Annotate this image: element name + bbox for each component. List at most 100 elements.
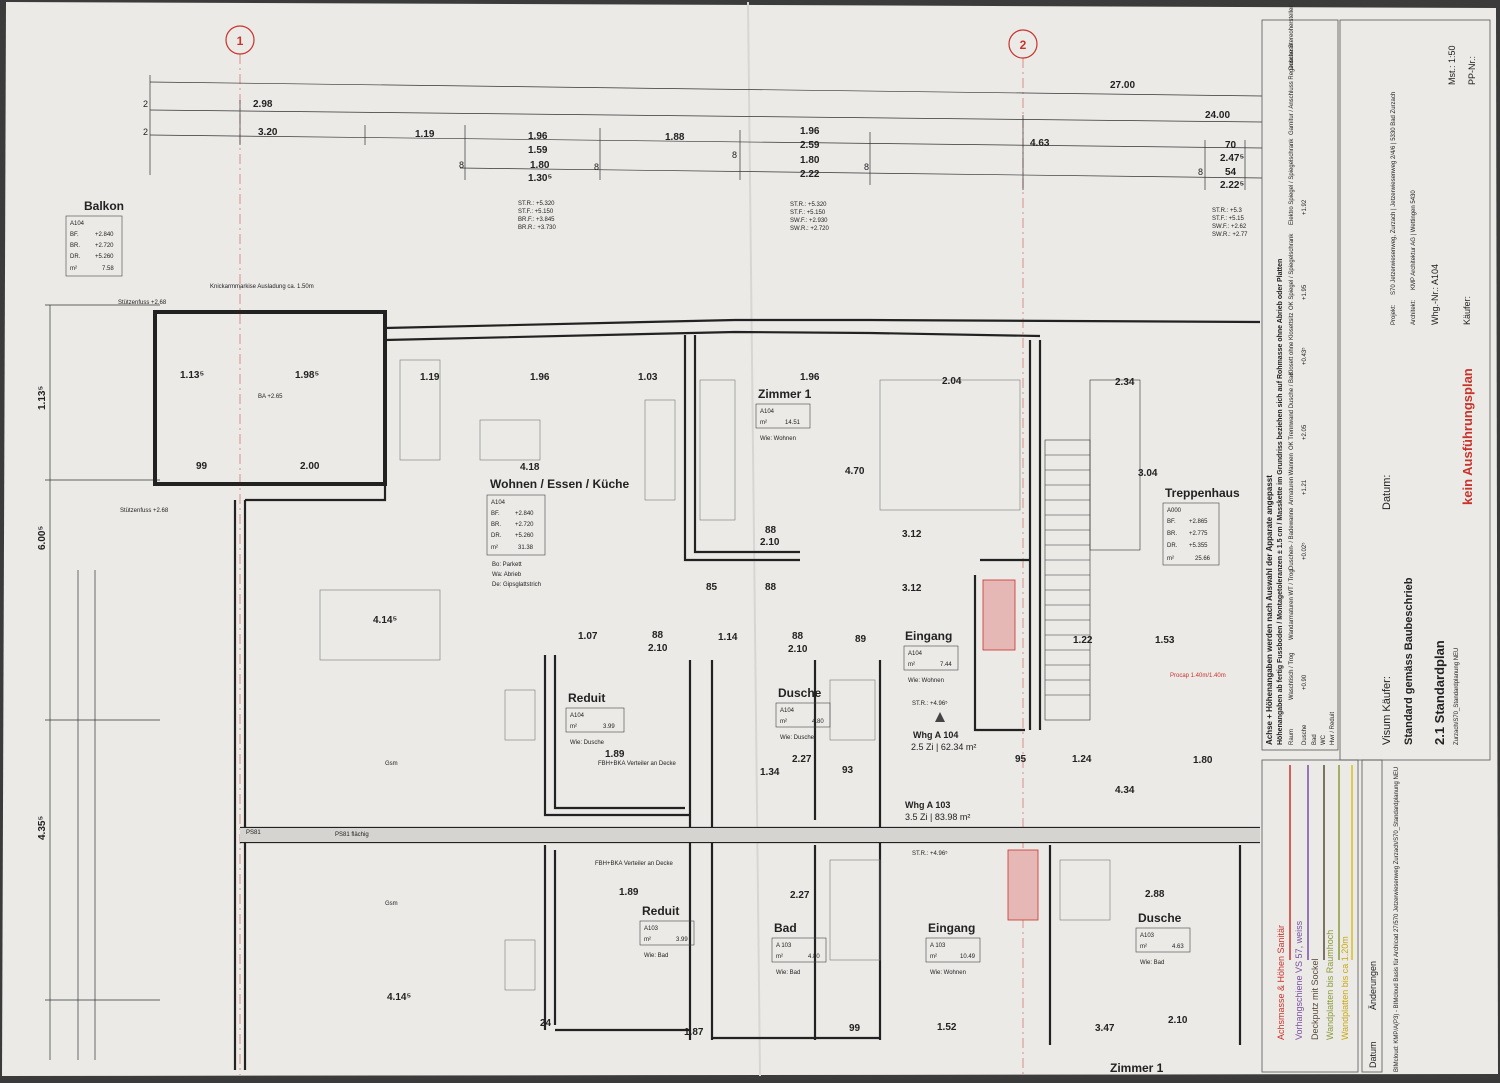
- room-reduit1: Reduit A104 m² 3.99 Wie: Dusche: [565, 691, 625, 746]
- furniture: [319, 359, 1111, 991]
- room-area-unit: m²: [776, 954, 783, 960]
- dim-1-19: 1.19: [415, 129, 435, 140]
- room-row-val: +2.865: [1189, 519, 1208, 525]
- room-id: A 103: [930, 943, 946, 949]
- dim: 99: [849, 1023, 861, 1034]
- dim: 4.34: [1115, 785, 1135, 796]
- sanitary-table: Achse + Höhenangaben werden nach Auswahl…: [1261, 6, 1339, 751]
- room-zimmer1: Zimmer 1 A104 m² 14.51 Wie: Wohnen: [755, 387, 812, 442]
- room-area: 14.51: [785, 420, 801, 426]
- dim: 99: [196, 461, 208, 472]
- dim: 1.14: [718, 632, 738, 643]
- title-visum: Visum Käufer:: [1381, 676, 1393, 745]
- dim-3-20: 3.20: [258, 127, 278, 138]
- note-procap: Procap 1.40m/1.40m: [1170, 673, 1226, 679]
- room-area-unit: m²: [570, 724, 577, 730]
- sanitary-cell: +1.21: [1302, 479, 1308, 495]
- dim-1-80b: 1.80: [800, 155, 820, 166]
- left-dimension-chains: [45, 304, 160, 1060]
- ps81-label: PS81: [246, 830, 261, 836]
- dim: 1.24: [1072, 754, 1092, 765]
- room-name: Treppenhaus: [1165, 486, 1240, 500]
- sanitary-cell: +0.02⁵: [1301, 542, 1308, 560]
- sanitary-head: Armaturen Wannen: [1289, 453, 1295, 505]
- room-row-val: +5.260: [95, 254, 114, 260]
- sanitary-head: Wandarmaturen WT / Trog: [1289, 569, 1295, 640]
- dim: 93: [842, 765, 854, 776]
- dim-2-22-5: 2.22⁵: [1220, 180, 1244, 191]
- title-kaeufer: Käufer:: [1462, 296, 1472, 325]
- dim: 2.34: [1115, 377, 1135, 388]
- dim-small: 2: [143, 127, 148, 137]
- sanitary-head: Klosett ohne Klosettsitz: [1289, 313, 1295, 375]
- room-row-val: +2.840: [515, 511, 534, 517]
- room-row-val: 25.66: [1195, 556, 1211, 562]
- dim: 2.10: [1168, 1015, 1188, 1026]
- axis-label-1: 1: [237, 34, 244, 48]
- room-dusche2: Dusche A103 m² 4.63 Wie: Bad: [1135, 911, 1191, 966]
- room-use: Wie: Dusche: [570, 740, 605, 746]
- note-ba: BA +2.65: [258, 394, 283, 400]
- room-name: Eingang: [928, 921, 975, 935]
- height-note: ST.F.: +5.15: [1212, 216, 1245, 222]
- room-row-key: DR.: [1167, 543, 1178, 549]
- dim-left: 4.35⁵: [37, 816, 48, 840]
- dim: 1.34: [760, 767, 780, 778]
- room-area-unit: m²: [644, 937, 651, 943]
- title-datum: Datum:: [1381, 475, 1393, 510]
- title-kein: kein Ausführungsplan: [1460, 368, 1475, 505]
- dim: 1.98⁵: [295, 370, 319, 381]
- room-row-key: m²: [1167, 556, 1174, 562]
- room-name: Dusche: [778, 686, 822, 700]
- title-architekt-label: Architekt:: [1411, 300, 1417, 325]
- ps81f-label: PS81 flächig: [335, 832, 369, 838]
- dim-2-22: 2.22: [800, 169, 820, 180]
- legend-item-3: Wandplatten bis Raumhoch: [1325, 930, 1335, 1040]
- whg-sub: 3.5 Zi | 83.98 m²: [905, 812, 970, 822]
- room-name: Zimmer 1: [758, 387, 812, 401]
- sanitary-cell: Bad: [1312, 734, 1318, 745]
- sanitary-head: Garnitur / Anschluss Regenbrause: [1289, 43, 1295, 135]
- room-use: Wie: Wohnen: [760, 436, 796, 442]
- height-note: BR.F.: +3.845: [518, 217, 555, 223]
- dim-1-59: 1.59: [528, 145, 548, 156]
- dim-27-00: 27.00: [1110, 80, 1135, 91]
- height-note: SW.R.: +2.720: [790, 226, 830, 232]
- whg-title: Whg A 103: [905, 800, 950, 810]
- room-area: 4.80: [808, 954, 820, 960]
- axis-label-2: 2: [1020, 38, 1027, 52]
- dim: 85: [706, 582, 718, 593]
- legend-panel: Achsmasse & Höhen Sanitär Vorhangschiene…: [1261, 759, 1400, 1073]
- note-str1: ST.R.: +4.96⁵: [912, 700, 948, 707]
- height-note: ST.R.: +5.320: [518, 201, 555, 207]
- room-bad: Bad A 103 m² 4.80 Wie: Bad: [771, 921, 827, 976]
- sanitary-cell: WC: [1321, 734, 1327, 745]
- dim: 2.04: [942, 376, 962, 387]
- room-name: Reduit: [642, 904, 679, 918]
- dim: 1.96: [530, 372, 550, 383]
- room-id: A103: [1140, 933, 1155, 939]
- title-plan: 2.1 Standardplan: [1432, 640, 1447, 745]
- height-note: SW.F.: +2.930: [790, 218, 828, 224]
- dim: 4.14⁵: [387, 992, 411, 1003]
- room-row-val: +2.720: [95, 243, 114, 249]
- height-note: ST.F.: +5.150: [518, 209, 554, 215]
- title-standard: Standard gemäss Baubeschrieb: [1403, 577, 1415, 745]
- room-eingang1: Eingang A104 m² 7.44 Wie: Wohnen: [903, 629, 959, 684]
- dim-1-96b: 1.96: [800, 126, 820, 137]
- dim-2-59: 2.59: [800, 140, 820, 151]
- room-use: Wie: Bad: [644, 953, 668, 959]
- room-use: Wie: Wohnen: [908, 678, 944, 684]
- dim: 1.22: [1073, 635, 1093, 646]
- dim: 88: [792, 631, 804, 642]
- room-row-key: BF.: [491, 511, 500, 517]
- room-eingang2: Eingang A 103 m² 10.49 Wie: Wohnen: [925, 921, 981, 976]
- note-gsm1: Gsm: [385, 761, 398, 767]
- room-name: Wohnen / Essen / Küche: [490, 477, 629, 491]
- sanitary-subtitle: Höhenangaben ab fertig Fussboden / Monta…: [1277, 259, 1284, 745]
- room-area-unit: m²: [760, 420, 767, 426]
- sanitary-head: Dusche Stereohersteller: [1289, 6, 1295, 70]
- dim: 3.12: [902, 583, 922, 594]
- dim-left: 1.13⁵: [37, 386, 48, 410]
- legend-datum: Datum: [1368, 1041, 1378, 1068]
